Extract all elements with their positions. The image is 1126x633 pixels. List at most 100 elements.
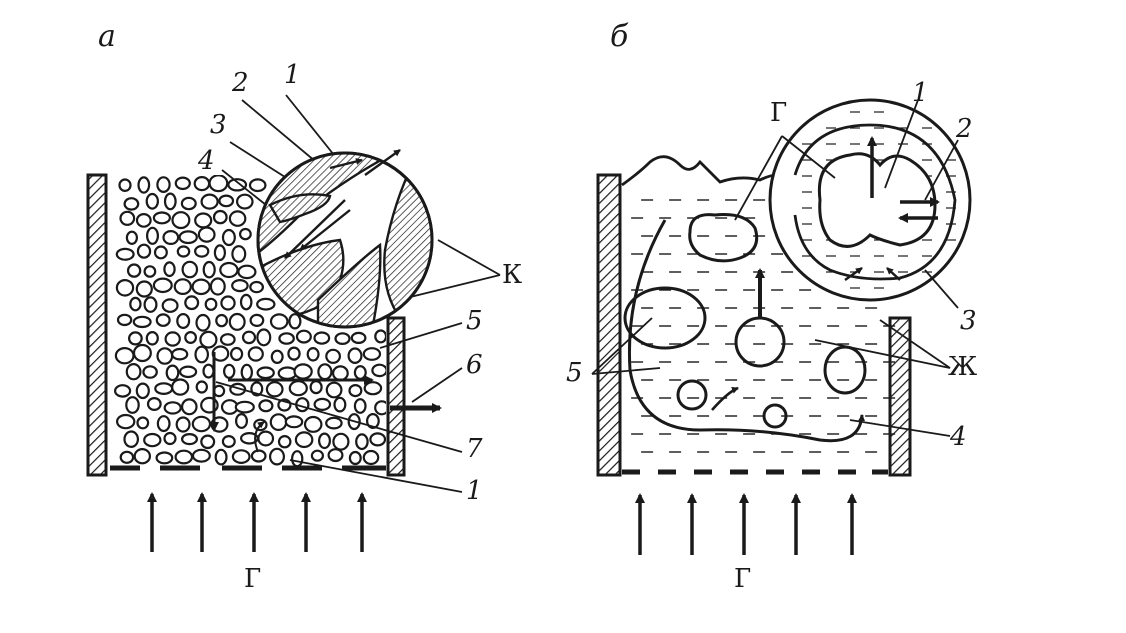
callout-b-5: 5 bbox=[566, 358, 583, 388]
particle bbox=[347, 347, 363, 364]
particle bbox=[171, 378, 190, 396]
particle bbox=[132, 343, 152, 363]
particle bbox=[152, 211, 171, 225]
callout-a-3: 3 bbox=[210, 110, 227, 140]
particle bbox=[362, 449, 380, 466]
gas-label-b: Г bbox=[734, 564, 752, 594]
callout-b-2: 2 bbox=[956, 114, 973, 144]
particle bbox=[197, 226, 216, 243]
particle bbox=[125, 230, 138, 245]
callout-a-7: 7 bbox=[466, 434, 483, 464]
particle bbox=[234, 400, 255, 414]
particle bbox=[127, 331, 143, 346]
particle bbox=[294, 431, 314, 449]
right-wall-b bbox=[888, 316, 912, 477]
particle bbox=[287, 346, 301, 361]
zoom-label-k: К bbox=[502, 260, 523, 290]
particle bbox=[239, 293, 253, 311]
particle bbox=[195, 380, 208, 394]
particle bbox=[214, 448, 228, 466]
particle bbox=[199, 330, 218, 349]
gas-inlet-arrows-a bbox=[147, 492, 367, 552]
particle bbox=[136, 416, 150, 430]
particle bbox=[156, 176, 171, 194]
particle bbox=[125, 363, 142, 381]
particle bbox=[293, 363, 313, 380]
particle bbox=[171, 347, 189, 361]
particle bbox=[291, 450, 304, 468]
circulation-arrows-a bbox=[209, 352, 442, 453]
callout-a-6: 6 bbox=[466, 350, 483, 380]
particle bbox=[209, 277, 226, 296]
particle bbox=[325, 416, 343, 430]
particle bbox=[221, 435, 236, 449]
particle bbox=[133, 448, 151, 465]
particle bbox=[284, 415, 304, 429]
particle-bed bbox=[113, 175, 386, 468]
particle bbox=[355, 433, 369, 451]
particle bbox=[310, 449, 324, 462]
particle bbox=[123, 430, 139, 448]
particle bbox=[125, 396, 140, 414]
particle bbox=[277, 366, 298, 380]
particle bbox=[238, 227, 252, 241]
particle bbox=[163, 431, 177, 446]
particle bbox=[366, 413, 380, 430]
particle bbox=[325, 348, 342, 364]
particle bbox=[256, 297, 276, 311]
particle bbox=[176, 245, 191, 258]
particle bbox=[132, 315, 152, 329]
particle bbox=[155, 451, 174, 465]
particle bbox=[230, 346, 244, 362]
particle bbox=[143, 296, 158, 313]
particle bbox=[174, 176, 191, 191]
particle bbox=[240, 363, 253, 381]
particle bbox=[369, 432, 386, 447]
particle bbox=[277, 435, 292, 449]
particle bbox=[231, 245, 247, 263]
particle bbox=[332, 432, 350, 451]
particle bbox=[309, 380, 323, 395]
particle bbox=[123, 197, 140, 211]
particle bbox=[152, 277, 173, 294]
panel-a-letter: а bbox=[98, 19, 116, 54]
particle bbox=[303, 415, 323, 433]
callout-a-5: 5 bbox=[466, 306, 483, 336]
zoom-circle-b bbox=[768, 98, 972, 302]
particle bbox=[114, 347, 135, 365]
particle bbox=[362, 347, 382, 361]
particle bbox=[350, 331, 367, 344]
particle bbox=[247, 346, 264, 362]
particle bbox=[181, 433, 199, 446]
particle bbox=[269, 413, 288, 432]
particle bbox=[162, 230, 180, 246]
particle bbox=[191, 278, 211, 296]
particle bbox=[200, 193, 219, 210]
particle bbox=[174, 449, 194, 465]
callout-a-2: 2 bbox=[232, 68, 249, 98]
particle bbox=[191, 415, 212, 433]
particle bbox=[374, 329, 386, 344]
particle bbox=[306, 346, 320, 362]
particle bbox=[129, 296, 142, 312]
left-wall-b bbox=[596, 173, 622, 477]
particle bbox=[353, 365, 367, 380]
particle bbox=[270, 349, 284, 364]
particle bbox=[143, 265, 157, 278]
particle bbox=[219, 333, 236, 346]
particle bbox=[154, 382, 174, 396]
circulation-loop-b bbox=[627, 219, 866, 443]
particle bbox=[165, 364, 180, 382]
particle bbox=[195, 313, 211, 332]
particle bbox=[348, 450, 362, 466]
particle bbox=[218, 194, 235, 208]
particle bbox=[204, 297, 218, 311]
callout-a-1-top: 1 bbox=[284, 60, 301, 90]
particle bbox=[181, 260, 199, 279]
right-wall-a bbox=[386, 316, 406, 477]
liquid-label: Ж bbox=[948, 352, 978, 382]
particle bbox=[313, 397, 332, 411]
particle bbox=[136, 243, 152, 259]
particle bbox=[176, 313, 191, 330]
